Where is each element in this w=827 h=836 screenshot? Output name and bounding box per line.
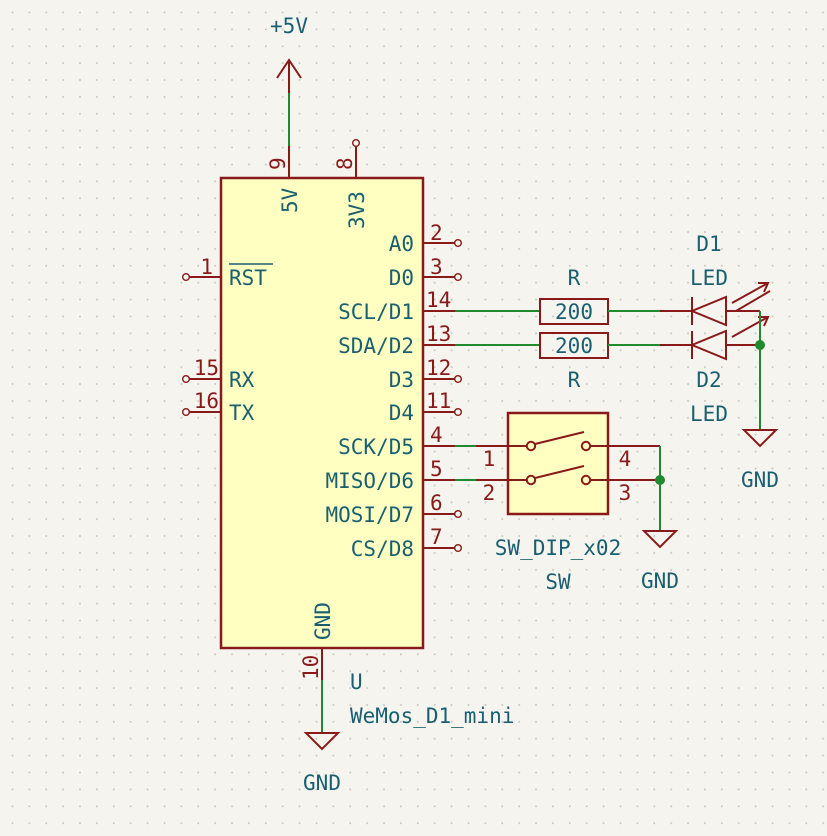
gnd-symbol-leds[interactable]: GND (741, 429, 779, 492)
dip-pin-4: 4 (619, 447, 632, 471)
led-d2-value: LED (690, 402, 728, 426)
pin-num-bottom-10: 10 (299, 655, 323, 680)
resistor-1-value: 200 (555, 300, 593, 324)
no-connect-pin-8 (352, 138, 361, 147)
mcu-value: WeMos_D1_mini (350, 704, 514, 728)
pin-name-sck-d5: SCK/D5 (338, 435, 414, 459)
pin-name-3v3: 3V3 (345, 191, 369, 229)
pin-name-sda-d2: SDA/D2 (338, 334, 414, 358)
pin-num-right-7: 7 (430, 525, 443, 549)
gnd-label-switch: GND (641, 569, 679, 593)
dip-pin-2: 2 (483, 481, 496, 505)
pin-name-rx: RX (229, 368, 255, 392)
led-d1-reference: D1 (696, 232, 721, 256)
resistor-2-value: 200 (555, 334, 593, 358)
resistor-2[interactable]: 200 R (539, 332, 609, 392)
gnd-label-mcu: GND (303, 771, 341, 795)
pin-num-right-13: 13 (426, 322, 451, 346)
mcu-reference: U (350, 670, 363, 694)
dip-pin-1: 1 (483, 447, 496, 471)
resistor-1-reference: R (568, 266, 581, 290)
pin-name-d4: D4 (389, 401, 414, 425)
pin-num-right-3: 3 (430, 255, 443, 279)
resistor-2-reference: R (568, 368, 581, 392)
junction-switch (655, 475, 665, 485)
pin-name-a0: A0 (389, 232, 414, 256)
pin-num-right-12: 12 (426, 356, 451, 380)
power-5v-symbol[interactable]: +5V (270, 14, 308, 93)
pin-name-cs-d8: CS/D8 (351, 537, 414, 561)
pin-name-gnd: GND (311, 602, 335, 640)
gnd-symbol-mcu[interactable]: GND (303, 732, 341, 795)
pin-name-scl-d1: SCL/D1 (338, 300, 414, 324)
gnd-label-leds: GND (741, 468, 779, 492)
gnd-symbol-switch[interactable]: GND (641, 530, 679, 593)
pin-name-rst: RST (229, 266, 267, 290)
pin-name-5v: 5V (278, 187, 302, 213)
pin-name-d3: D3 (389, 368, 414, 392)
pin-num-right-5: 5 (430, 457, 443, 481)
led-d1-value: LED (690, 266, 728, 290)
led-d2[interactable]: D2 LED (689, 316, 770, 426)
dip-switch[interactable]: 1 2 4 3 SW_DIP_x02 SW (476, 411, 660, 594)
pin-name-tx: TX (229, 401, 255, 425)
pin-num-right-2: 2 (430, 221, 443, 245)
pin-num-right-14: 14 (426, 288, 451, 312)
power-5v-label: +5V (270, 14, 308, 38)
led-d2-reference: D2 (696, 368, 721, 392)
pin-name-d0: D0 (389, 266, 414, 290)
pin-num-left-1: 1 (200, 255, 213, 279)
pin-num-top-8: 8 (333, 157, 357, 170)
junction-led (755, 340, 765, 350)
dip-reference: SW (545, 570, 571, 594)
resistor-1[interactable]: R 200 (539, 266, 609, 325)
mcu-symbol[interactable]: 9 8 5V 3V3 10 GND 1 RST 15 RX 16 TX 2 A0… (181, 138, 515, 728)
pin-num-left-16: 16 (194, 389, 219, 413)
pin-num-left-15: 15 (194, 356, 219, 380)
dip-pin-3: 3 (619, 481, 632, 505)
pin-name-miso-d6: MISO/D6 (325, 469, 414, 493)
dip-value: SW_DIP_x02 (495, 536, 621, 560)
pin-num-right-11: 11 (426, 389, 451, 413)
pin-num-top-9: 9 (266, 157, 290, 170)
led-d1[interactable]: D1 LED (689, 232, 771, 327)
pin-name-mosi-d7: MOSI/D7 (325, 503, 414, 527)
pin-num-right-6: 6 (430, 491, 443, 515)
pin-num-right-4: 4 (430, 423, 443, 447)
